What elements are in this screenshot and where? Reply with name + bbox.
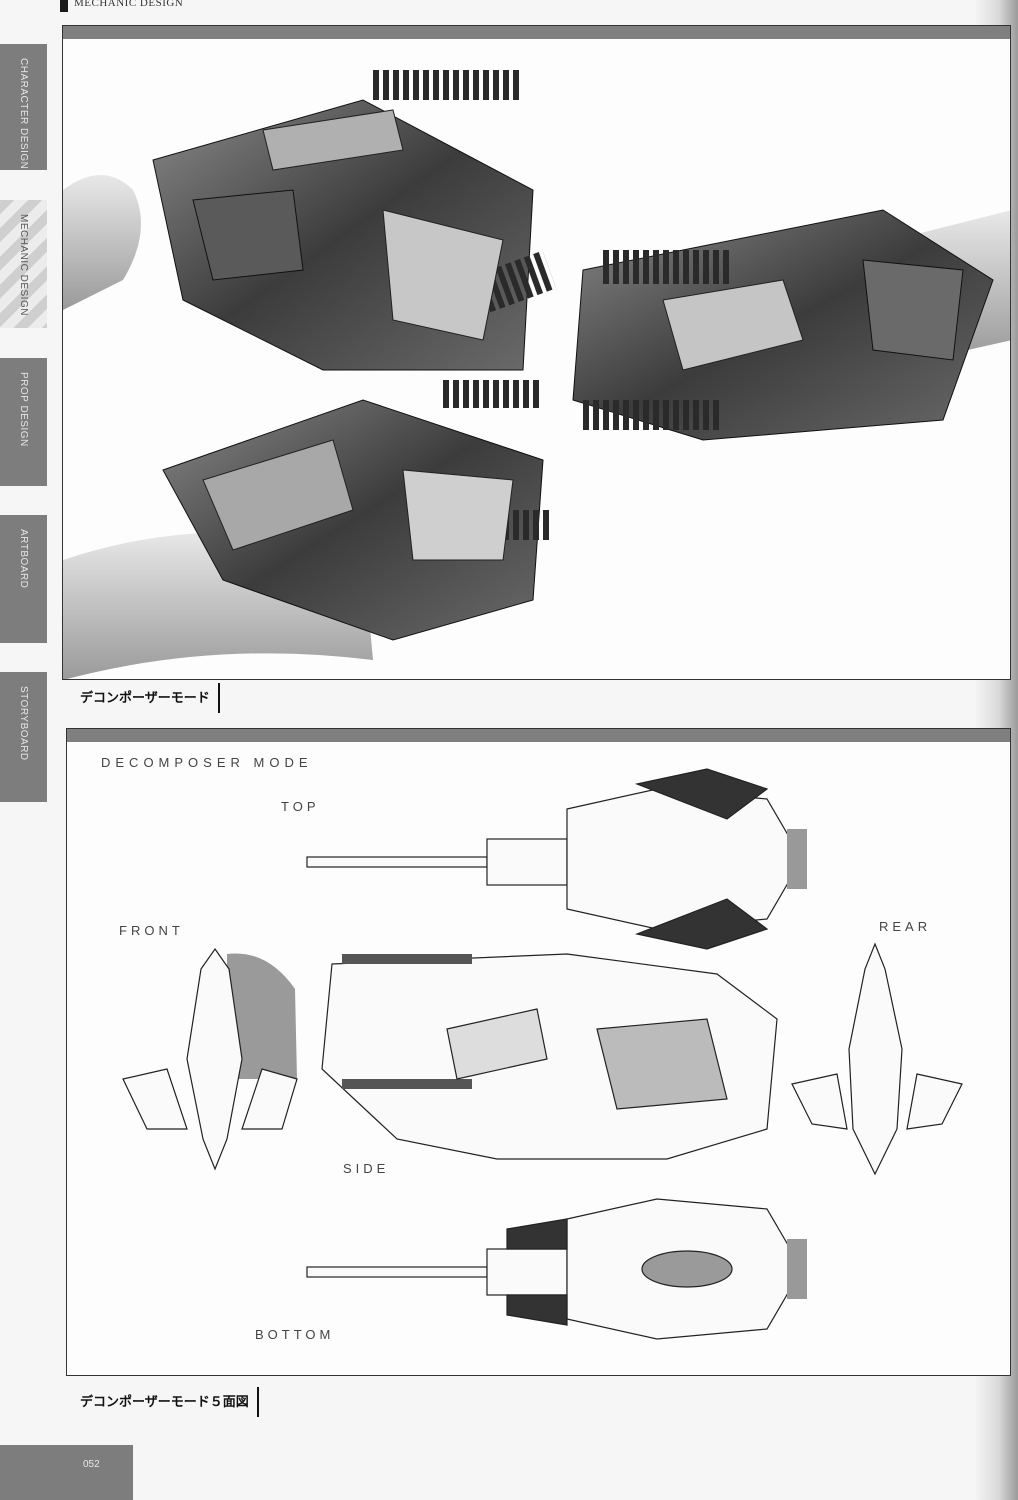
tab-artboard[interactable]: ARTBOARD: [0, 515, 47, 643]
tab-prop-design[interactable]: PROP DESIGN: [0, 358, 47, 486]
page-number-box: [0, 1445, 133, 1500]
section-header: MECHANIC DESIGN: [74, 0, 184, 9]
gauntlet-render-3: [63, 380, 553, 679]
side-view-drawing: [321, 953, 778, 1160]
rear-view-drawing: [791, 942, 963, 1176]
tab-storyboard[interactable]: STORYBOARD: [0, 672, 47, 802]
bottom-view-drawing: [306, 1198, 807, 1340]
tab-label: PROP DESIGN: [18, 372, 29, 447]
label-rear-view: REAR: [879, 919, 932, 934]
tab-mechanic-design[interactable]: MECHANIC DESIGN: [0, 200, 47, 328]
top-view-drawing: [306, 768, 807, 950]
label-bottom-view: BOTTOM: [255, 1327, 335, 1342]
label-side-view: SIDE: [343, 1161, 390, 1176]
panel-bar: [63, 26, 1010, 39]
header-mark: [60, 0, 68, 12]
render-illustration: [63, 70, 1010, 679]
gauntlet-render-2: [572, 209, 1010, 441]
gauntlet-render-1: [63, 70, 557, 371]
page-number: 052: [83, 1459, 100, 1470]
ortho-illustration: [122, 768, 963, 1340]
tab-label: STORYBOARD: [18, 686, 29, 761]
tab-label: CHARACTER DESIGN: [18, 58, 29, 170]
ortho-panel: DECOMPOSER MODE TOP FRONT REAR SIDE BOTT…: [66, 728, 1011, 1376]
label-front-view: FRONT: [119, 923, 184, 938]
front-view-drawing: [122, 947, 298, 1171]
tab-label: ARTBOARD: [18, 529, 29, 589]
label-top-view: TOP: [281, 799, 320, 814]
tab-character-design[interactable]: CHARACTER DESIGN: [0, 44, 47, 170]
sheet-title: DECOMPOSER MODE: [101, 755, 313, 770]
render-panel: [62, 25, 1011, 680]
panel-bar: [67, 729, 1010, 742]
render-caption: デコンポーザーモード: [80, 683, 220, 713]
tab-label: MECHANIC DESIGN: [18, 214, 29, 316]
ortho-caption: デコンポーザーモード５面図: [80, 1387, 259, 1417]
